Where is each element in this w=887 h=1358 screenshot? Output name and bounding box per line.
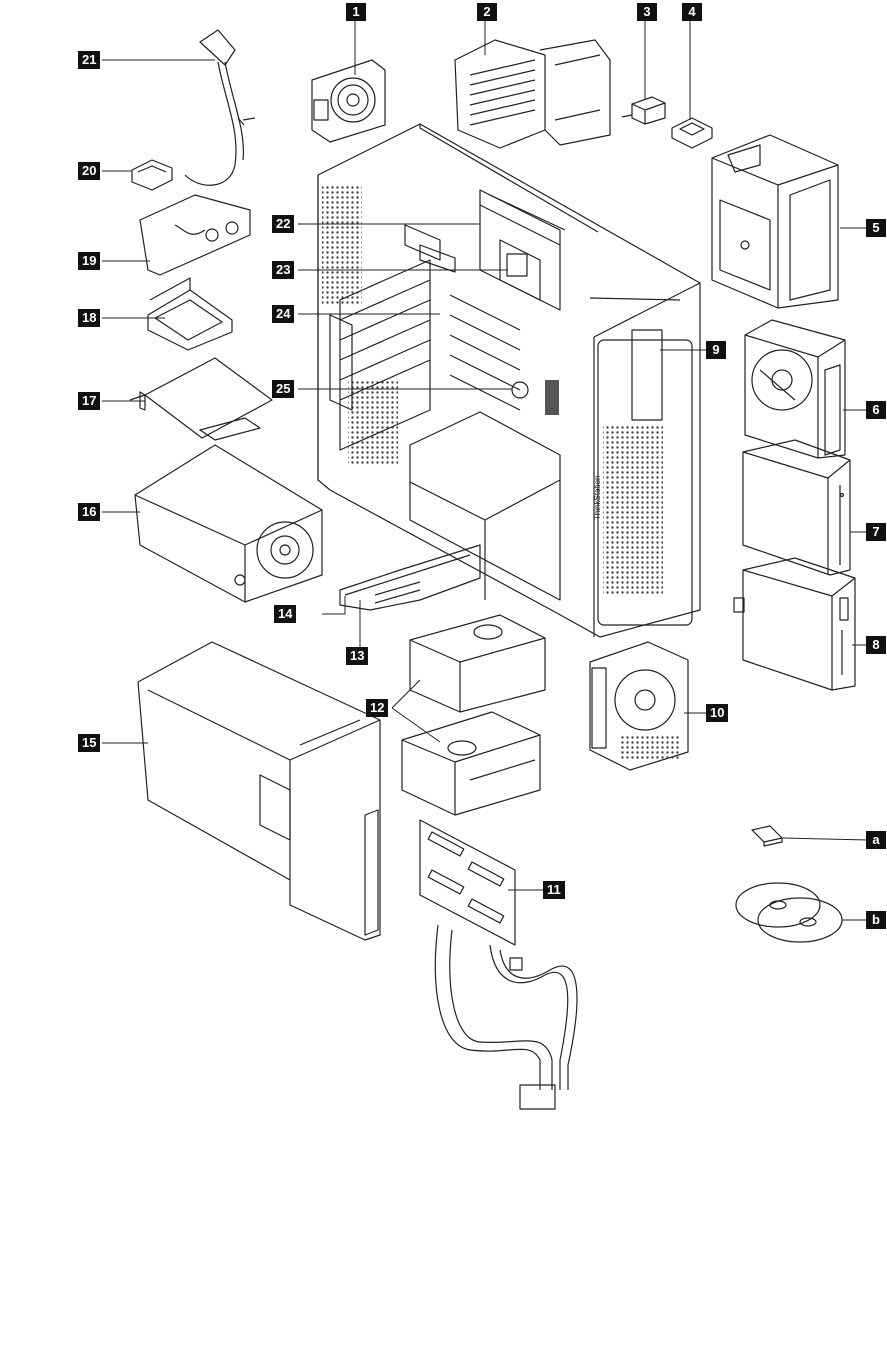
callout-a: a [866,831,886,849]
callout-19: 19 [78,252,101,270]
callout-b: b [866,911,886,929]
callout-8: 8 [866,636,886,654]
part-6-hard-drive [744,319,846,459]
part-7-optical-drive [742,439,851,576]
callout-23: 23 [272,261,295,279]
callout-6: 6 [866,401,886,419]
leader-lines [102,18,869,921]
callout-17: 17 [78,392,101,410]
part-12-flex-module [401,614,546,816]
part-20-m2-card [131,159,173,191]
part-3-switch [621,96,666,125]
callout-24: 24 [272,305,295,323]
part-16-fan-duct [134,444,323,603]
part-15-air-baffle [137,641,381,941]
part-5-drive-cage [711,134,839,309]
part-4-bezel-piece [671,117,713,149]
part-10-rear-fan [589,641,689,771]
callout-4: 4 [682,3,702,21]
callout-7: 7 [866,523,886,541]
part-a-usb-key [751,825,783,847]
callout-13: 13 [346,647,369,665]
chassis-emblem: ThinkStation [593,476,602,520]
callout-10: 10 [706,704,729,722]
part-17-expansion-card [129,357,273,441]
part-8-card-reader [733,557,856,691]
callout-11: 11 [543,881,565,899]
callout-20: 20 [78,162,101,180]
callout-5: 5 [866,219,886,237]
callout-18: 18 [78,309,101,327]
part-1-front-fan [311,59,386,143]
part-11-backplane-cable [419,819,578,1110]
part-b-discs [735,882,843,943]
callout-1: 1 [346,3,366,21]
part-2-heatsink [454,39,611,149]
part-21-antenna [184,29,256,186]
part-19-wifi-card [139,194,251,276]
callout-22: 22 [272,215,295,233]
chassis [317,123,701,638]
part-18-card-bracket [147,277,233,351]
callout-16: 16 [78,503,101,521]
part-13-14-bracket-card [339,544,481,611]
callout-14: 14 [274,605,297,623]
callout-3: 3 [637,3,657,21]
callout-15: 15 [78,734,101,752]
callout-25: 25 [272,380,295,398]
callout-9: 9 [706,341,726,359]
callout-12: 12 [366,699,389,717]
callout-2: 2 [477,3,497,21]
callout-21: 21 [78,51,101,69]
